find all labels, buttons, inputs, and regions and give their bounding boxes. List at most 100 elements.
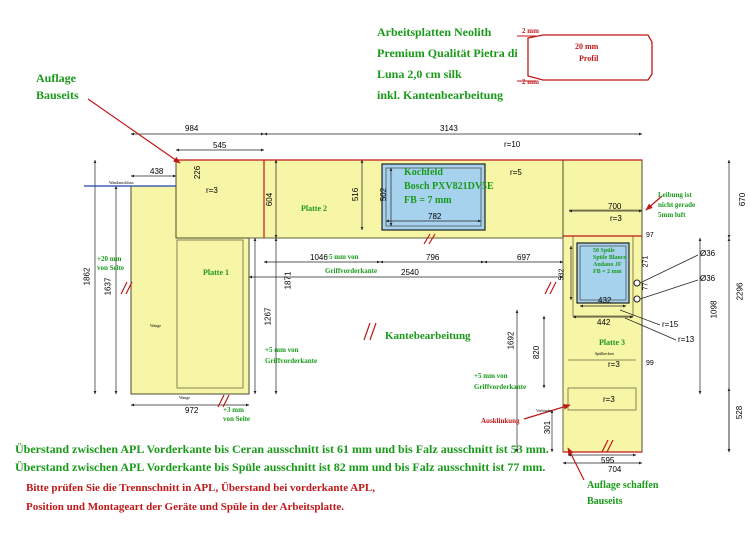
- notch-label: Ausklinkung: [481, 417, 520, 425]
- dim-972-text: 972: [185, 406, 199, 415]
- check-note-2: Position und Montageart der Geräte und S…: [26, 501, 344, 513]
- plus20-note: +20 mm von Seite: [97, 255, 125, 272]
- overhang-notes: Überstand zwischen APL Vorderkante bis C…: [15, 440, 549, 476]
- r13-text: r=13: [678, 335, 695, 344]
- plus5c-note: +5 mm von Griffvorderkante: [474, 372, 527, 391]
- header-line-1: Arbeitsplatten Neolith: [377, 25, 492, 39]
- check-note-1: Bitte prüfen Sie die Trennschnitt in APL…: [26, 482, 375, 494]
- r3d-text: r=3: [603, 395, 615, 404]
- dim-700-text: 700: [608, 202, 622, 211]
- profile-inner-1: 20 mm: [575, 42, 599, 51]
- edge-mark-6a: [601, 439, 609, 453]
- dim-1862-text: 1862: [82, 267, 92, 286]
- edge-mark-4a: [544, 281, 552, 295]
- dim-697-text: 697: [517, 253, 531, 262]
- dim-782-text: 782: [428, 212, 442, 221]
- edge-mark-5a: [217, 394, 225, 408]
- edge-mark-4b: [549, 281, 557, 295]
- dim-271-text: 271: [642, 255, 650, 268]
- header-line-4: inkl. Kantenbearbeitung: [377, 88, 504, 102]
- wall-connection-tag: Wandanschluss: [109, 180, 134, 185]
- sink-cutout: [576, 242, 630, 304]
- plate-1-corner: [175, 159, 267, 239]
- overhang-cooktop: Überstand zwischen APL Vorderkante bis C…: [15, 442, 549, 456]
- material-header: Arbeitsplatten Neolith Premium Qualität …: [377, 22, 518, 106]
- leader-36a: [639, 254, 699, 284]
- dim-442-text: 442: [597, 318, 611, 327]
- connector-tag: Verbinder: [536, 408, 552, 413]
- dim-1098-text: 1098: [709, 300, 719, 319]
- auflage-bauseits-label: Auflage Bauseits: [36, 71, 79, 102]
- dim-1046-text: 1046: [310, 253, 328, 262]
- plus5a-note: +5 mm von Griffvorderkante: [325, 253, 378, 275]
- leader-r15: [619, 309, 661, 326]
- edge-mark-2a: [120, 281, 128, 295]
- leader-r13: [624, 317, 677, 341]
- dim-301-text: 301: [543, 420, 553, 435]
- dim-528-text: 528: [735, 405, 745, 420]
- dim-226-text: 226: [193, 165, 203, 180]
- profile-bottom-label: 2 mm: [522, 78, 539, 86]
- plate-2-label: Platte 2: [301, 204, 327, 213]
- dim-820-text: 820: [532, 345, 542, 360]
- edge-mark-2b: [125, 281, 133, 295]
- r3b-text: r=3: [610, 214, 622, 223]
- edge-mark-1a: [363, 322, 371, 341]
- cooktop-label: Kochfeld Bosch PXV821DV5E FB = 7 mm: [404, 167, 494, 206]
- sink-label: 50 Spüle Spüle Blanco Andano JF FB = 2 m…: [593, 248, 627, 275]
- dim-516-text: 516: [351, 187, 361, 202]
- profile-top-label: 2 mm: [522, 27, 539, 35]
- dim-99-text: 99: [646, 360, 654, 367]
- edge-mark-3b: [428, 233, 436, 245]
- auflage-schaffen-label: Auflage schaffen Bauseits: [587, 480, 659, 507]
- r5-text: r=5: [510, 168, 522, 177]
- arrow-leibung: [645, 195, 663, 211]
- sink-basin-tag: Spülbecken: [595, 351, 614, 356]
- dim-1637-text: 1637: [103, 277, 113, 296]
- cooktop-cutout: [381, 163, 486, 231]
- dim-704-text: 704: [608, 465, 622, 474]
- plus3-note: +3 mm von Seite: [223, 406, 251, 423]
- dim-532-text: 532: [558, 268, 566, 281]
- leader-36b: [639, 279, 699, 300]
- r3a-text: r=3: [206, 186, 218, 195]
- tap-hole-2: [633, 295, 641, 303]
- overhang-sink: Überstand zwischen APL Vorderkante bis S…: [15, 460, 546, 474]
- plate-3-label: Platte 3: [599, 338, 625, 347]
- cooktop-inner: [385, 167, 482, 227]
- dim-77-text: 77: [642, 282, 650, 291]
- tap-hole-1: [633, 279, 641, 287]
- side-panel-tag-1: Wange: [150, 323, 162, 328]
- arrow-ausklinkung: [523, 404, 571, 420]
- dim-670-text: 670: [738, 192, 748, 207]
- plate-1-label: Platte 1: [203, 268, 229, 277]
- edge-mark-6b: [606, 439, 614, 453]
- edge-profile-shape: [527, 34, 653, 81]
- arrow-auflage-schaffen: [567, 447, 585, 481]
- edge-mark-5b: [222, 394, 230, 408]
- sink-inner: [579, 245, 627, 301]
- leibung-note: Leibung ist nicht gerade 5mm luft: [658, 191, 696, 219]
- profile-inner-2: Profil: [579, 54, 599, 63]
- dim-1871-text: 1871: [283, 271, 293, 290]
- header-line-2: Premium Qualität Pietra di: [377, 46, 518, 60]
- edge-mark-3a: [423, 233, 431, 245]
- dim-595-text: 595: [601, 456, 615, 465]
- edge-mark-1b: [369, 322, 377, 341]
- plate-1-inner: [176, 239, 244, 389]
- dim-796-text: 796: [426, 253, 440, 262]
- dim-502-text: 502: [379, 187, 389, 202]
- dim-2296-text: 2296: [735, 282, 745, 301]
- dim-438-text: 438: [150, 167, 164, 176]
- dim-1692-text: 1692: [506, 331, 516, 350]
- r3c-text: r=3: [608, 360, 620, 369]
- bottom-cabinet: [567, 387, 637, 411]
- dim-984-text: 984: [185, 124, 199, 133]
- edge-processing-label: Kantebearbeitung: [385, 330, 471, 342]
- dim-97-text: 97: [646, 232, 654, 239]
- dim-36b-text: Ø36: [700, 274, 716, 283]
- dim-3143-text: 3143: [440, 124, 458, 133]
- arrow-auflage-bauseits: [87, 98, 181, 164]
- plus5b-note: +5 mm von Griffvorderkante: [265, 346, 318, 365]
